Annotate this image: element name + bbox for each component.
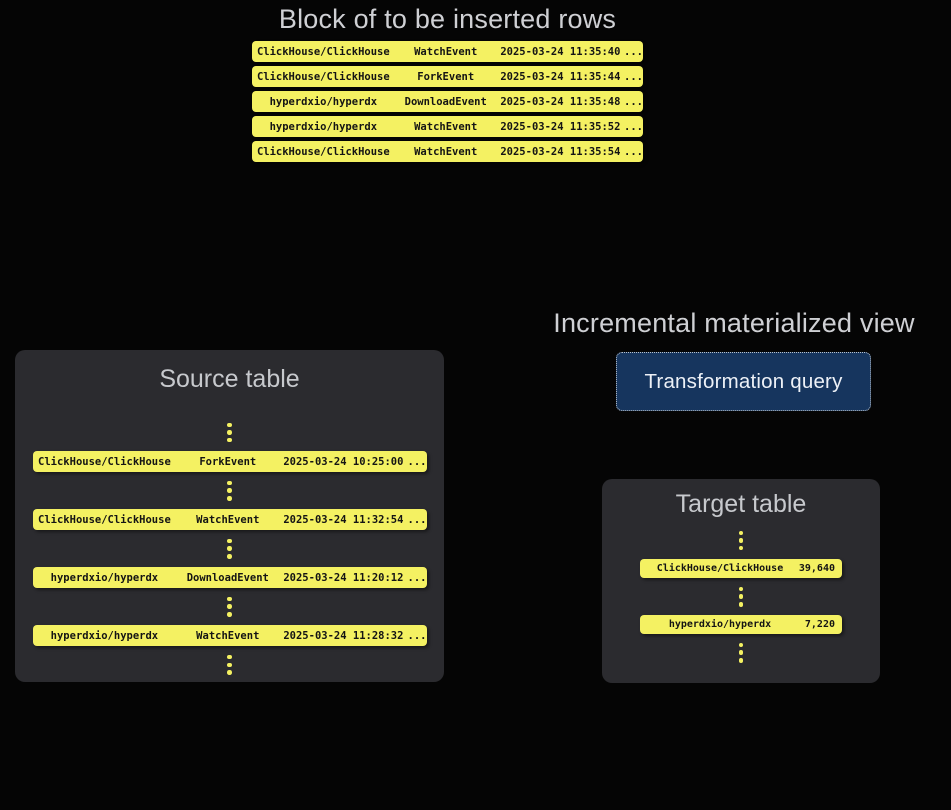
dot-icon: [227, 670, 232, 675]
omitted-rows-dots: [227, 421, 232, 444]
dot-icon: [738, 545, 744, 551]
transformation-query-box: Transformation query: [616, 352, 871, 411]
row-repo: hyperdxio/hyperdx: [269, 95, 378, 108]
row-time: 2025-03-24 11:20:12: [283, 571, 404, 584]
row-event: WatchEvent: [414, 120, 478, 133]
dot-icon: [227, 604, 232, 609]
row-repo: ClickHouse/ClickHouse: [256, 45, 390, 58]
dot-icon: [227, 480, 232, 486]
row-event: ForkEvent: [417, 70, 475, 83]
row-repo: hyperdxio/hyperdx: [269, 120, 378, 133]
dot-icon: [738, 642, 744, 648]
row-count: 7,220: [804, 619, 835, 631]
row-repo: ClickHouse/ClickHouse: [656, 563, 784, 575]
dot-icon: [227, 437, 232, 443]
row-repo: hyperdxio/hyperdx: [50, 571, 159, 584]
insert-row: hyperdxio/hyperdx DownloadEvent 2025-03-…: [252, 91, 643, 112]
row-more: ...: [407, 629, 427, 642]
insert-block-title: Block of to be inserted rows: [278, 4, 617, 34]
omitted-rows-dots: [227, 595, 232, 618]
dot-icon: [738, 650, 744, 655]
row-more: ...: [624, 70, 643, 83]
row-more: ...: [624, 120, 643, 133]
dot-icon: [227, 654, 232, 660]
target-row: ClickHouse/ClickHouse 39,640: [640, 559, 842, 579]
row-repo: hyperdxio/hyperdx: [50, 629, 159, 642]
source-row: hyperdxio/hyperdx WatchEvent 2025-03-24 …: [32, 625, 427, 647]
materialized-view-heading: Incremental materialized view: [553, 308, 915, 338]
dot-icon: [738, 530, 744, 536]
omitted-rows-dots: [738, 641, 744, 664]
dot-icon: [227, 422, 232, 428]
omitted-rows-dots: [738, 585, 744, 608]
row-time: 2025-03-24 11:35:44: [500, 70, 621, 83]
row-repo: ClickHouse/ClickHouse: [38, 513, 171, 526]
row-event: DownloadEvent: [186, 571, 269, 584]
dot-icon: [738, 658, 744, 663]
row-more: ...: [624, 95, 643, 108]
dot-icon: [227, 596, 232, 602]
row-more: ...: [407, 571, 427, 584]
row-more: ...: [407, 513, 427, 526]
insert-row: ClickHouse/ClickHouse ForkEvent 2025-03-…: [252, 66, 643, 87]
row-time: 2025-03-24 11:35:54: [500, 145, 621, 158]
row-repo: ClickHouse/ClickHouse: [256, 70, 390, 83]
row-time: 2025-03-24 11:35:52: [500, 120, 621, 133]
omitted-rows-dots: [227, 537, 232, 560]
row-event: WatchEvent: [196, 629, 260, 642]
row-event: ForkEvent: [199, 455, 257, 468]
row-repo: hyperdxio/hyperdx: [668, 619, 772, 631]
source-row: ClickHouse/ClickHouse ForkEvent 2025-03-…: [32, 451, 427, 473]
row-time: 2025-03-24 11:28:32: [283, 629, 404, 642]
row-more: ...: [624, 145, 643, 158]
dot-icon: [227, 538, 232, 544]
dot-icon: [227, 662, 232, 668]
row-event: WatchEvent: [414, 145, 478, 158]
target-table-title: Target table: [675, 490, 807, 518]
insert-row: ClickHouse/ClickHouse WatchEvent 2025-03…: [252, 41, 643, 62]
insert-row: hyperdxio/hyperdx WatchEvent 2025-03-24 …: [252, 116, 643, 137]
source-table-panel: Source table ClickHouse/ClickHouse ForkE…: [15, 350, 444, 682]
dot-icon: [227, 430, 232, 435]
target-table-panel: Target table ClickHouse/ClickHouse 39,64…: [602, 479, 880, 683]
row-event: DownloadEvent: [404, 95, 487, 108]
row-more: ...: [407, 455, 427, 468]
dot-icon: [227, 488, 232, 493]
omitted-rows-dots: [227, 653, 232, 676]
row-repo: ClickHouse/ClickHouse: [256, 145, 390, 158]
omitted-rows-dots: [227, 479, 232, 502]
dot-icon: [738, 594, 744, 599]
source-row: ClickHouse/ClickHouse WatchEvent 2025-03…: [32, 509, 427, 531]
row-more: ...: [624, 45, 643, 58]
dot-icon: [227, 546, 232, 551]
dot-icon: [227, 496, 232, 501]
dot-icon: [738, 538, 744, 543]
row-repo: ClickHouse/ClickHouse: [38, 455, 171, 468]
row-time: 2025-03-24 11:35:40: [500, 45, 621, 58]
source-row: hyperdxio/hyperdx DownloadEvent 2025-03-…: [32, 567, 427, 589]
omitted-rows-dots: [738, 529, 744, 552]
row-event: WatchEvent: [196, 513, 260, 526]
row-time: 2025-03-24 10:25:00: [283, 455, 404, 468]
source-table-title: Source table: [159, 365, 300, 393]
row-time: 2025-03-24 11:35:48: [500, 95, 621, 108]
dot-icon: [227, 612, 232, 617]
insert-block-section: Block of to be inserted rows ClickHouse/…: [252, 2, 643, 166]
insert-row: ClickHouse/ClickHouse WatchEvent 2025-03…: [252, 141, 643, 162]
row-time: 2025-03-24 11:32:54: [283, 513, 404, 526]
dot-icon: [738, 586, 744, 592]
target-row: hyperdxio/hyperdx 7,220: [640, 615, 842, 635]
row-count: 39,640: [798, 563, 835, 575]
dot-icon: [738, 602, 744, 607]
row-event: WatchEvent: [414, 45, 478, 58]
dot-icon: [227, 554, 232, 559]
